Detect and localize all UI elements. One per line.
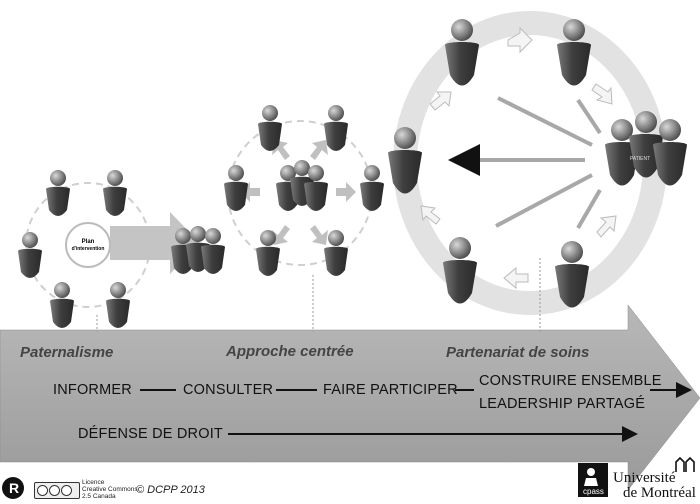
person-figure [46, 170, 70, 216]
approche-cluster [224, 105, 384, 332]
license-line-3: 2.5 Canada [82, 493, 116, 500]
person-figure [360, 165, 384, 211]
license-line-1: Licence [82, 479, 105, 486]
creative-commons-badge [34, 482, 80, 499]
person-figure [18, 232, 42, 278]
cpass-logo [578, 463, 608, 497]
r-logo: R [2, 477, 24, 499]
person-figure [324, 230, 348, 276]
model-approche-centree: Approche centrée [226, 343, 354, 360]
person-figure [103, 170, 127, 216]
step-leadership-partage: LEADERSHIP PARTAGÉ [479, 396, 646, 412]
step-informer: INFORMER [53, 382, 132, 398]
udem-pillars-logo [675, 456, 695, 472]
plan-label-2: d'intervention [72, 246, 105, 252]
model-paternalisme: Paternalisme [20, 344, 114, 361]
copyright: © DCPP 2013 [136, 484, 205, 496]
udem-line-2: de Montréal [623, 485, 696, 501]
person-figure [106, 282, 130, 328]
plan-circle [65, 222, 111, 268]
step-construire-ensemble: CONSTRUIRE ENSEMBLE [479, 373, 662, 389]
model-partenariat: Partenariat de soins [446, 344, 590, 361]
udem-line-1: Université [613, 470, 676, 486]
step-defense-de-droit: DÉFENSE DE DROIT [78, 426, 223, 442]
timeline-arrow [0, 304, 700, 491]
step-faire-participer: FAIRE PARTICIPER [323, 382, 458, 398]
person-figure [50, 282, 74, 328]
patient-sash-label: PATIENT [630, 156, 650, 162]
person-figure [324, 105, 348, 151]
license-line-2: Creative Commons [82, 486, 138, 493]
step-consulter: CONSULTER [183, 382, 274, 398]
partenariat-cluster: PATIENT [388, 11, 687, 332]
plan-label-1: Plan [82, 239, 95, 245]
person-figure [224, 165, 248, 211]
person-figure [258, 105, 282, 151]
cpass-label: cpass [583, 487, 604, 496]
svg-text:R: R [9, 480, 19, 496]
paternalisme-cluster: Plan d'intervention [18, 170, 225, 332]
